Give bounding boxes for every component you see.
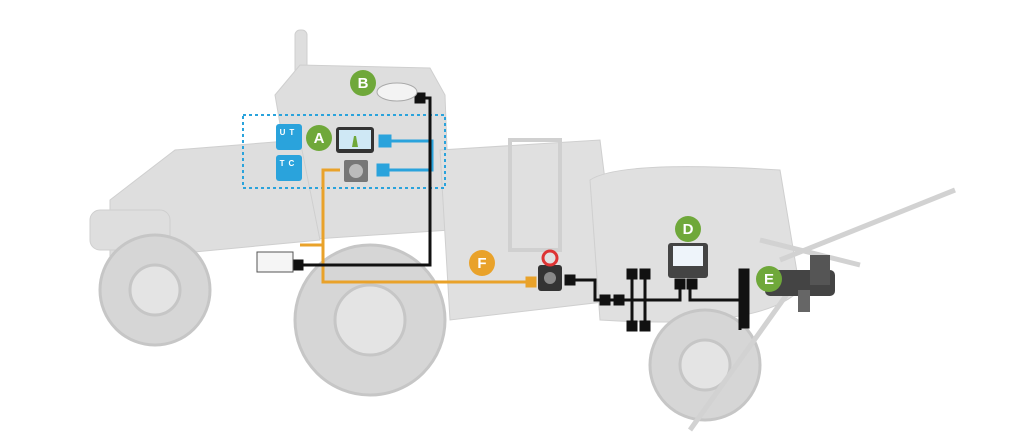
label-b-badge: B: [350, 70, 376, 96]
label-e-badge: E: [756, 266, 782, 292]
tc-tag: TC: [276, 155, 302, 181]
label-f-badge: F: [469, 250, 495, 276]
boom: [687, 187, 956, 432]
label-d-badge: D: [675, 216, 701, 242]
ut-tag: UT: [276, 124, 302, 150]
orange-cables: [300, 168, 537, 288]
isobus-socket: [344, 160, 368, 182]
display-terminal: [336, 127, 374, 153]
blue-cables: [376, 134, 434, 177]
label-a-badge: A: [306, 125, 332, 151]
tractor-silhouette: [89, 29, 451, 261]
wheels: [98, 233, 762, 422]
ecu-module: [668, 243, 708, 278]
battery: [256, 251, 294, 273]
black-cables: [292, 92, 750, 332]
trailer-connector: [538, 249, 562, 291]
gps-receiver: [376, 82, 418, 102]
valve-manifold: [765, 255, 835, 312]
